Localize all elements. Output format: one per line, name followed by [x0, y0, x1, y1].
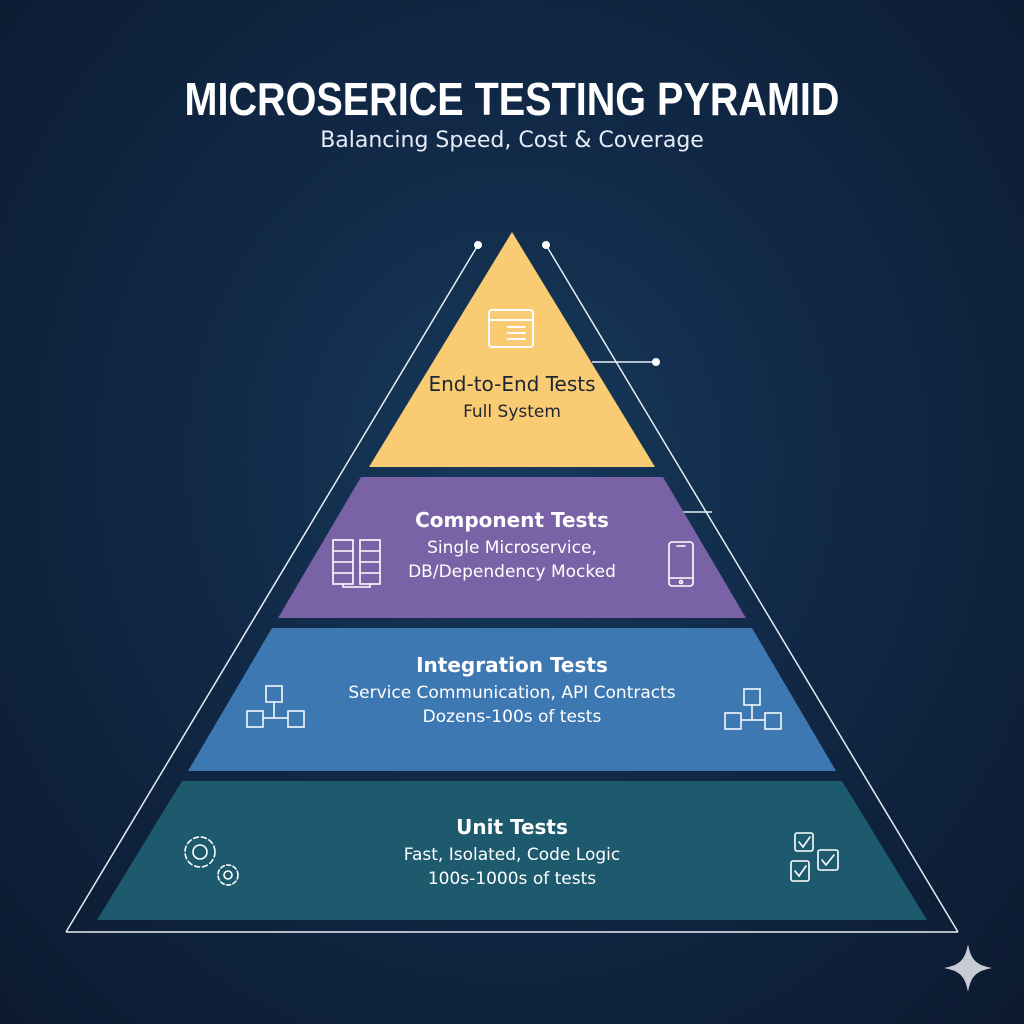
frame-dot — [652, 358, 660, 366]
browser-window-icon — [488, 309, 534, 348]
page-subtitle: Balancing Speed, Cost & Coverage — [320, 128, 704, 153]
tier-description: Fast, Isolated, Code Logic — [403, 845, 621, 865]
frame-dot — [542, 241, 550, 249]
tier-component-text: Component Tests Single Microservice, DB/… — [0, 508, 1024, 582]
tier-integration — [188, 628, 836, 771]
connected-cubes-icon — [724, 688, 782, 730]
tier-description: Single Microservice, — [427, 538, 597, 558]
tier-component — [278, 477, 746, 618]
gears-icon — [184, 836, 239, 886]
tier-end-to-end — [369, 232, 655, 467]
page-title: MICROSERICE TESTING PYRAMID — [184, 73, 840, 125]
tier-description: 100s-1000s of tests — [427, 869, 597, 889]
tier-title: Unit Tests — [456, 815, 568, 839]
mobile-phone-icon — [668, 541, 694, 587]
tier-title: Component Tests — [415, 508, 609, 532]
tier-title: Integration Tests — [416, 653, 608, 677]
tier-description: Dozens-100s of tests — [422, 707, 602, 727]
tier-description: DB/Dependency Mocked — [408, 562, 616, 582]
tier-integration-text: Integration Tests Service Communication,… — [0, 653, 1024, 727]
tier-description: Full System — [463, 402, 561, 422]
tier-unit — [97, 781, 927, 920]
tier-description: Service Communication, API Contracts — [348, 683, 676, 703]
server-rack-icon — [332, 539, 381, 588]
sparkle-icon — [944, 944, 992, 992]
tier-unit-text: Unit Tests Fast, Isolated, Code Logic 10… — [0, 815, 1024, 889]
outline-frame — [65, 244, 959, 933]
checklist-icon — [790, 832, 839, 882]
tier-title: End-to-End Tests — [428, 372, 596, 396]
tier-end-to-end-text: End-to-End Tests Full System — [0, 372, 1024, 422]
frame-dot — [474, 241, 482, 249]
connected-cubes-icon — [246, 685, 305, 728]
